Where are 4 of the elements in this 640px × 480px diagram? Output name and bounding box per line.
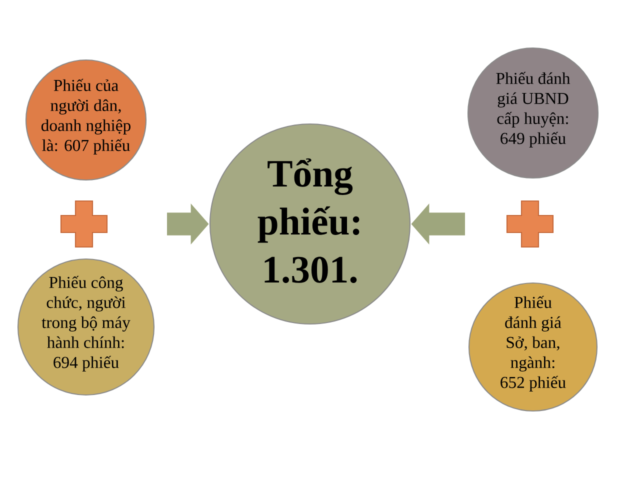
circle-node: Phiếu đánh giá Sở, ban, ngành: 652 phiếu	[468, 282, 598, 412]
circle-node: Phiếu công chức, người trong bộ máy hành chính: 694 phiếu	[17, 258, 155, 396]
circle-node: Phiếu đánh giá UBND cấp huyện: 649 phiếu	[467, 47, 599, 179]
circle-node: Phiếu của người dân, doanh nghiệp là: 607 phiếu	[25, 59, 147, 181]
